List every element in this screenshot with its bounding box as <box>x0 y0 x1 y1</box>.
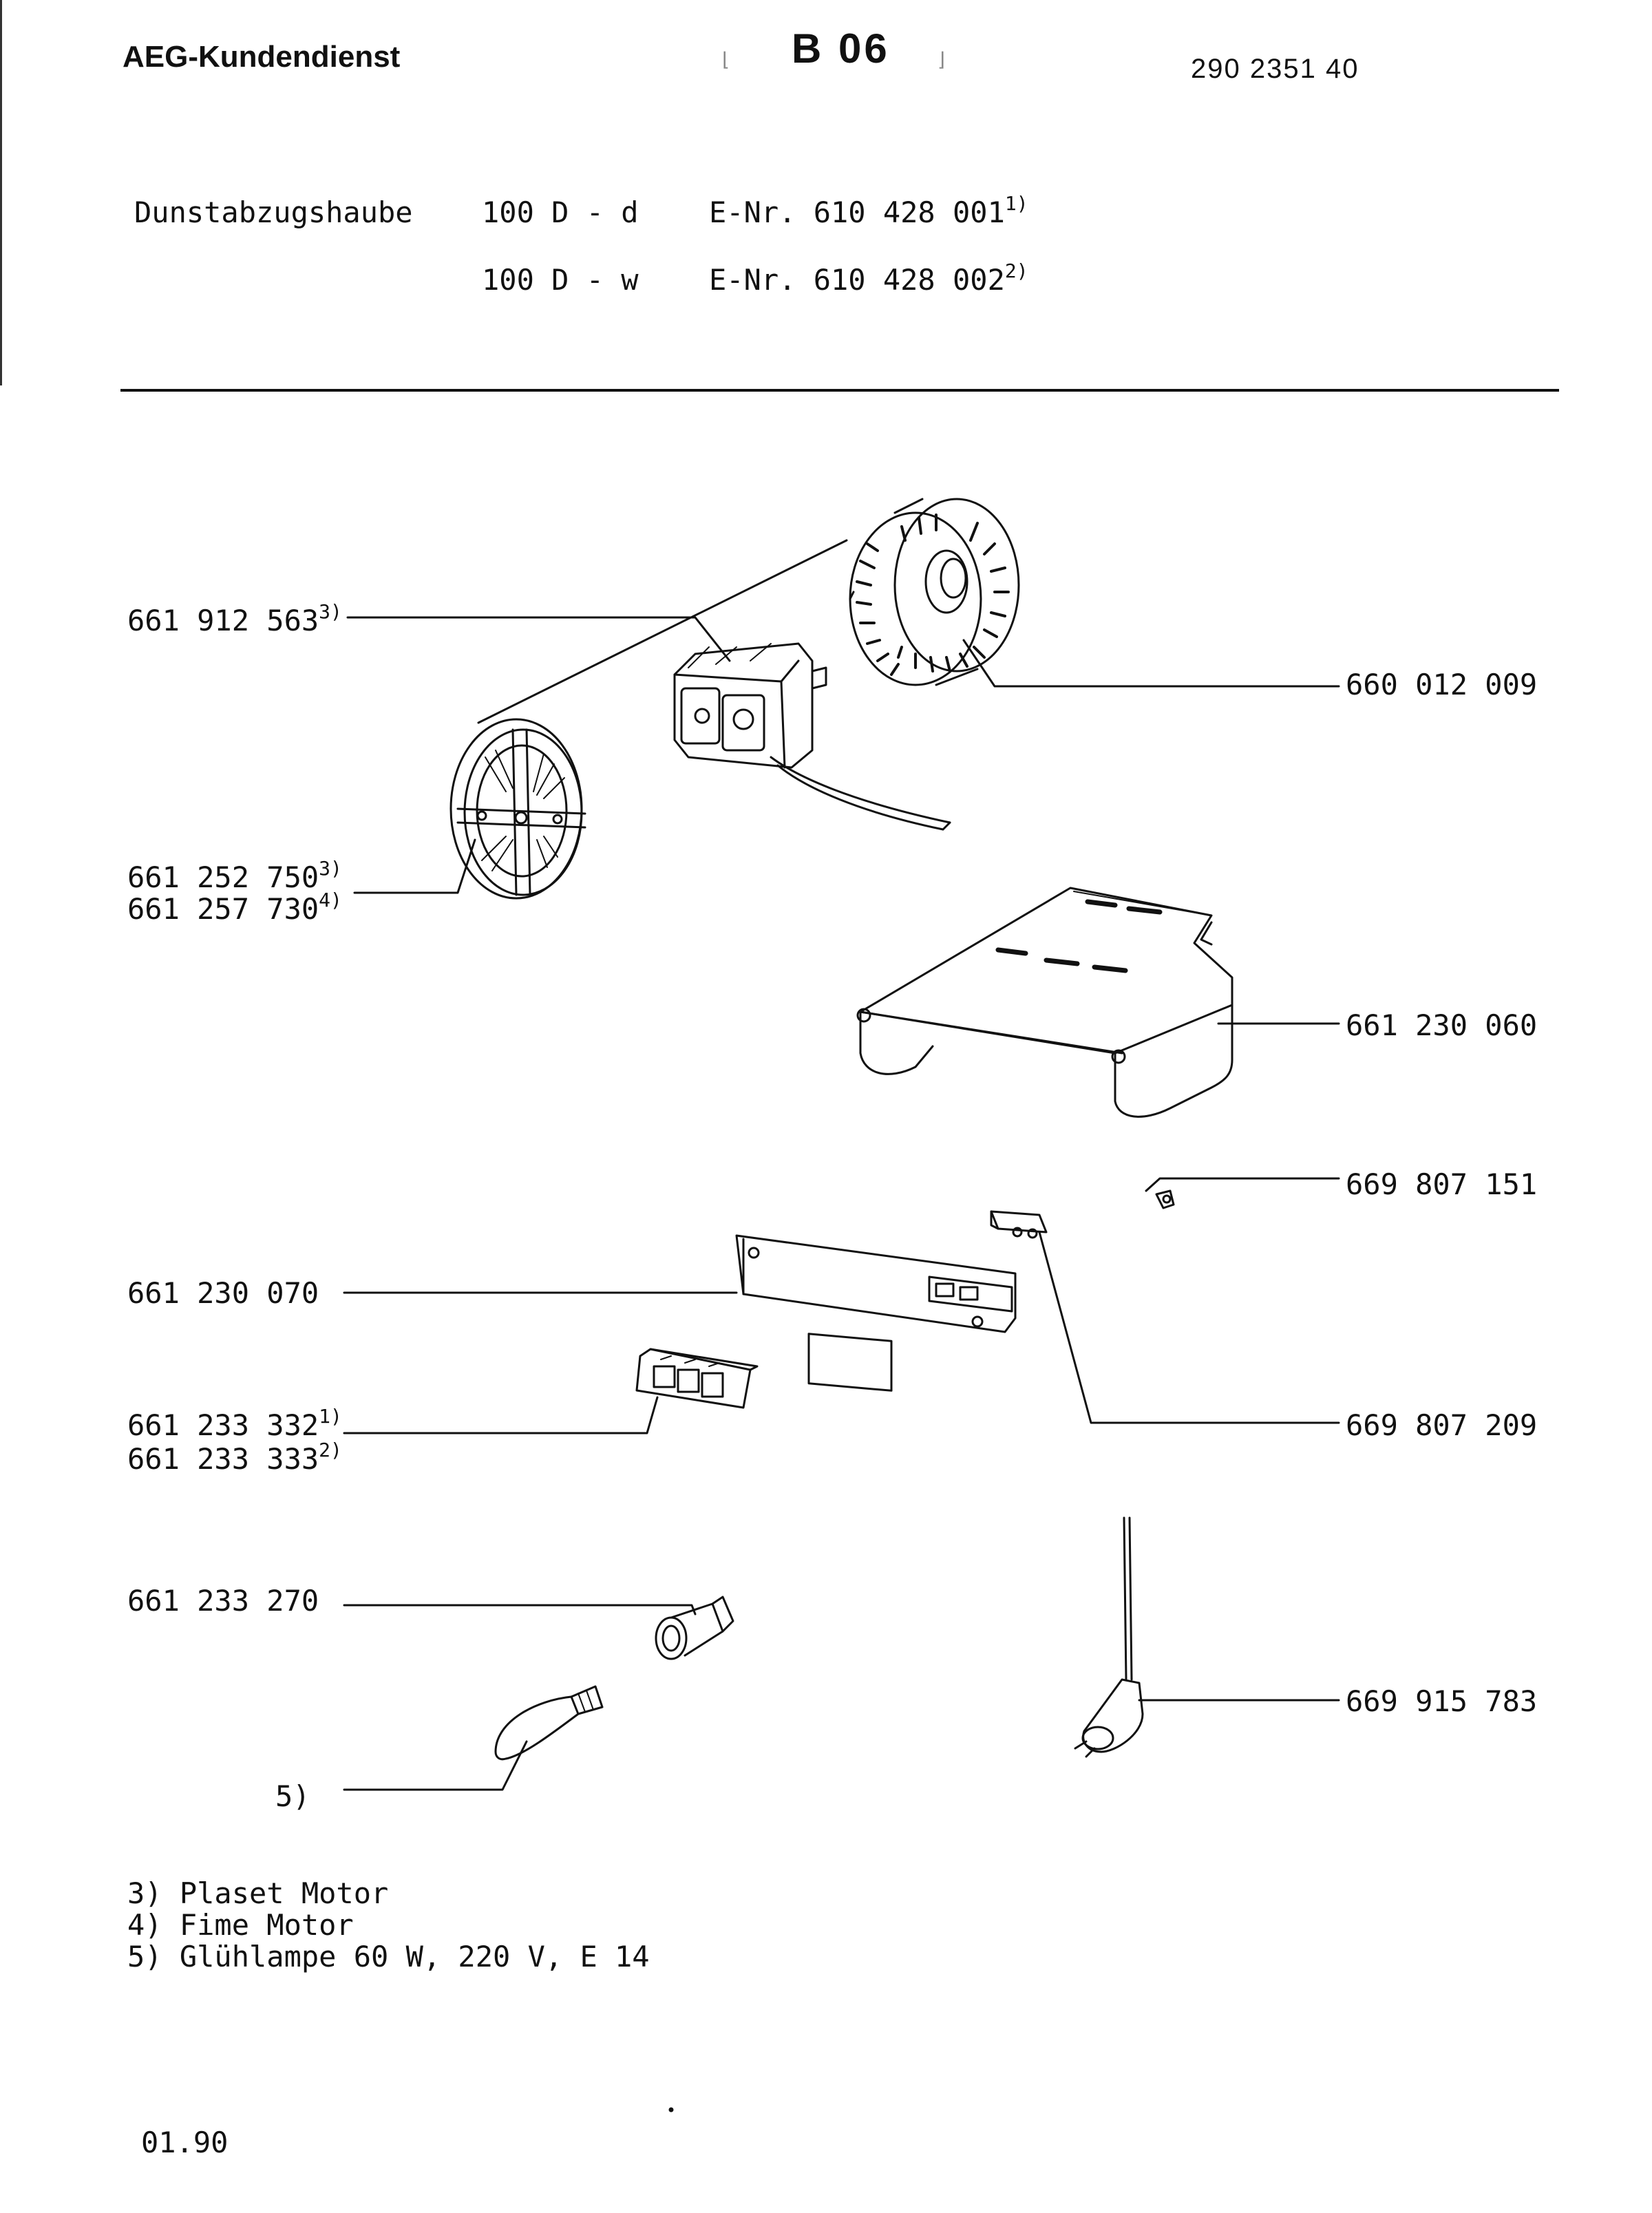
terminal-block <box>990 1210 1048 1239</box>
page-code: B 06 <box>792 25 890 72</box>
motor-cover-disc <box>449 718 586 900</box>
impeller-wheel <box>849 498 1020 686</box>
footnote-4: 4) Fime Motor <box>127 1908 354 1942</box>
label-motor-housing: 661 912 5633) <box>127 600 342 637</box>
label-power-cord: 669 915 783 <box>1346 1684 1538 1718</box>
label-terminal: 669 807 209 <box>1346 1408 1538 1442</box>
light-bulb <box>494 1685 604 1761</box>
housing-top-edge <box>477 539 848 724</box>
label-lamp-socket: 661 233 270 <box>127 1584 319 1618</box>
enr-2: E-Nr. 610 428 0022) <box>709 260 1028 297</box>
footnote-5: 5) Glühlampe 60 W, 220 V, E 14 <box>127 1940 650 1973</box>
label-impeller: 660 012 009 <box>1346 668 1538 701</box>
document-number: 290 2351 40 <box>1191 54 1359 84</box>
header-rule <box>120 389 1559 392</box>
model-2: 100 D - w <box>482 263 639 297</box>
label-grease-tray: 661 230 060 <box>1346 1008 1538 1042</box>
footer-date: 01.90 <box>141 2126 229 2159</box>
code-bracket-right: ⌋ <box>936 48 948 71</box>
label-control-plate: 661 230 070 <box>127 1276 319 1310</box>
product-name: Dunstabzugshaube <box>134 195 413 229</box>
motor-unit <box>673 642 951 831</box>
footnote-3: 3) Plaset Motor <box>127 1876 389 1910</box>
label-switch-b: 661 233 3332) <box>127 1439 342 1476</box>
lamp-socket <box>655 1596 734 1660</box>
label-clip: 669 807 151 <box>1346 1167 1538 1201</box>
label-motor-cover-a: 661 252 7503) <box>127 857 342 894</box>
label-switch-a: 661 233 3321) <box>127 1405 342 1442</box>
clip-part <box>1155 1189 1175 1209</box>
label-bulb: 5) <box>275 1779 310 1813</box>
control-plate <box>735 1234 1017 1392</box>
leader-lines <box>343 616 1340 1791</box>
enr-1: E-Nr. 610 428 0011) <box>709 192 1028 229</box>
switch-block <box>635 1348 759 1409</box>
code-bracket-left: ⌊ <box>719 48 731 71</box>
model-1: 100 D - d <box>482 195 639 229</box>
power-cord <box>1074 1516 1144 1758</box>
left-edge-line <box>0 0 2 385</box>
grease-tray <box>856 887 1233 1118</box>
brand-title: AEG-Kundendienst <box>123 40 401 74</box>
label-motor-cover-b: 661 257 7304) <box>127 889 342 926</box>
